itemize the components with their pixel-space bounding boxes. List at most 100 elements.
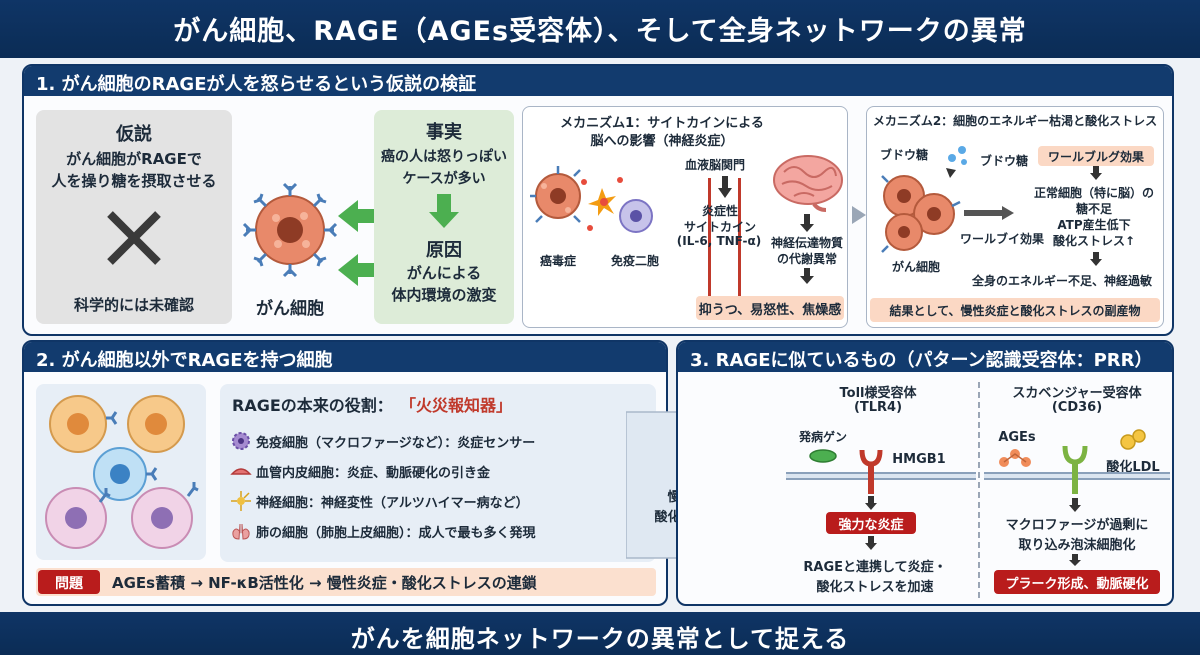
cd36-receptor-icon — [1062, 445, 1088, 494]
page-title: がん細胞、RAGE（AGEs受容体）、そして全身ネットワークの異常 — [173, 16, 1027, 47]
hypothesis-title: 仮説 — [116, 124, 152, 145]
ldl-particles-icon — [1120, 429, 1146, 450]
normal-line3: ATP産生低下 — [1057, 218, 1131, 232]
problem-text: AGEs蓄積 → NF-κB活性化 → 慢性炎症・酸化ストレスの連鎖 — [112, 574, 537, 592]
warburg-pill: ワールブルグ効果 — [1038, 146, 1154, 166]
mech1-title-line1: メカニズム1：サイトカインによる — [560, 116, 764, 131]
ages-molecule-icon — [999, 449, 1031, 467]
tlr4-note-line2: 酸化ストレスを加速 — [816, 580, 934, 595]
cancer-cluster-icon — [881, 175, 961, 253]
tlr4-down-arrow-icon — [865, 496, 877, 510]
energy-line: 全身のエネルギー不足、神経過敏 — [971, 274, 1152, 288]
bbb-line-right — [738, 178, 741, 308]
tlr4-title-line2: (TLR4) — [853, 400, 903, 415]
role-item-4: 肺の細胞（肺胞上皮細胞）：成人で最も多く発現 — [256, 526, 536, 541]
cytokine-line1: 炎症性 — [701, 204, 738, 218]
section2-panel: 2. がん細胞以外でRAGEを持つ細胞 RAGEの本来の役割： 「火災報知器」 … — [22, 340, 668, 606]
header-bar: がん細胞、RAGE（AGEs受容体）、そして全身ネットワークの異常 — [0, 0, 1200, 58]
cause-title: 原因 — [426, 240, 462, 261]
mech2-cancer-label: がん細胞 — [891, 260, 940, 274]
tlr4-title-line1: Toll様受容体 — [839, 386, 917, 401]
mech1-immune-label: 免疫二胞 — [610, 254, 659, 268]
bbb-line-left — [708, 178, 711, 308]
hypothesis-line2: 人を操り糖を摂取させる — [51, 172, 217, 190]
cytokine-line3: (IL-6, TNF-α) — [676, 234, 762, 248]
bbb-arrow-icon — [718, 176, 732, 198]
green-arrow-left-icon — [338, 200, 380, 232]
cd36-title-line1: スカベンジャー受容体 — [1012, 386, 1142, 401]
hypothesis-line1: がん細胞がRAGEで — [66, 150, 202, 168]
fact-title: 事実 — [426, 122, 462, 143]
cause-line1: がんによる — [406, 264, 482, 282]
mech1-cancer-label: 癌毒症 — [539, 254, 576, 268]
tlr4-note-line1: RAGEと連携して炎症・ — [803, 560, 947, 575]
mech2-down-arrow-icon — [1090, 166, 1102, 180]
section1-heading: 1. がん細胞のRAGEが人を怒らせるという仮説の検証 — [24, 66, 1172, 96]
section1-panel: 1. がん細胞のRAGEが人を怒らせるという仮説の検証 仮説 がん細胞がRAGE… — [22, 64, 1174, 336]
neuron-icon — [230, 490, 252, 516]
mech1-result: 抑うつ、易怒性、焦燥感 — [696, 296, 844, 320]
normal-line1: 正常細胞（特に脳）の — [1033, 186, 1154, 200]
cause-line2: 体内環境の激変 — [391, 286, 497, 304]
cd36-note-line1: マクロファージが過剰に — [1005, 518, 1149, 533]
role-item-2: 血管内皮細胞：炎症、動脈硬化の引き金 — [256, 466, 491, 481]
cross-mark-icon — [107, 211, 161, 265]
footer-bar: がんを細胞ネットワークの異常として捉える — [0, 612, 1200, 655]
cd36-down-arrow-2-icon — [1069, 554, 1081, 566]
problem-bar — [36, 568, 656, 596]
lung-icon — [230, 520, 252, 546]
fact-line1: 癌の人は怒りっぽい — [381, 149, 507, 165]
glucose1-label: ブドウ糖 — [879, 148, 928, 162]
fact-line2: ケースが多い — [402, 171, 486, 187]
glucose-dots-icon — [946, 146, 967, 178]
normal-line2: 糖不足 — [1075, 202, 1112, 216]
cd36-title-line2: (CD36) — [1051, 400, 1103, 415]
green-arrow-left-2-icon — [338, 254, 380, 286]
neuro-line1: 神経伝達物質 — [770, 236, 843, 250]
tlr4-effect: 強力な炎症 — [826, 512, 916, 534]
brain-icon — [773, 155, 843, 212]
cancer-immune-cells-icon — [530, 166, 653, 233]
cd36-note-line2: 取り込み泡沫細胞化 — [1018, 538, 1136, 553]
cd36-ages: AGEs — [998, 430, 1036, 445]
hypothesis-box: 仮説 がん細胞がRAGEで 人を操り糖を摂取させる 科学的には未確認 — [36, 110, 232, 324]
problem-label: 問題 — [38, 570, 100, 594]
section2-heading: 2. がん細胞以外でRAGEを持つ細胞 — [24, 342, 666, 372]
normal-line4: 酸化ストレス↑ — [1052, 234, 1136, 248]
cancer-cell-label: がん細胞 — [256, 299, 324, 319]
pathogen-icon — [809, 449, 837, 463]
mech1-down-arrow-icon — [800, 214, 814, 232]
mech2-title: メカニズム2：細胞のエネルギー枯渇と酸化ストレス — [872, 114, 1158, 128]
glucose2-label: ブドウ糖 — [979, 154, 1028, 168]
tlr4-down-arrow-2-icon — [865, 536, 877, 550]
role-prefix: RAGEの本来の役割： — [232, 396, 393, 415]
hypothesis-verdict: 科学的には未確認 — [73, 296, 194, 314]
role-item-1: 免疫細胞（マクロファージなど）：炎症センサー — [256, 436, 536, 451]
cd36-down-arrow-icon — [1069, 498, 1081, 512]
role-box — [220, 384, 656, 562]
rage-cells-icon — [45, 395, 199, 549]
role-highlight: 「火災報知器」 — [400, 396, 513, 415]
mech2-down-arrow-2-icon — [1090, 252, 1102, 266]
tlr4-membrane — [786, 472, 976, 480]
footer-title: がんを細胞ネットワークの異常として捉える — [350, 625, 850, 653]
cd36-effect: プラーク形成、動脈硬化 — [994, 570, 1160, 594]
tlr4-ligand: HMGB1 — [892, 452, 946, 467]
mechanism1-box — [522, 106, 848, 328]
immune-cell-icon — [230, 430, 252, 456]
mech1-title-line2: 脳への影響（神経炎症） — [590, 134, 734, 149]
mech2-result: 結果として、慢性炎症と酸化ストレスの副産物 — [870, 298, 1160, 322]
section3-panel: 3. RAGEに似ているもの（パターン認識受容体：PRR） Toll様受容体 (… — [676, 340, 1174, 606]
cancer-cell-icon — [242, 182, 338, 278]
mech-connector-arrow-icon — [852, 206, 866, 224]
green-arrow-down-icon — [429, 194, 459, 228]
role-item-3: 神経細胞：神経変性（アルツハイマー病など） — [256, 496, 529, 511]
mech1-down-arrow-2-icon — [800, 268, 814, 284]
tlr4-receptor-icon — [859, 449, 883, 494]
cd36-ldl: 酸化LDL — [1106, 460, 1160, 475]
blood-vessel-icon — [230, 460, 252, 486]
mech2-right-arrow-icon — [964, 206, 1014, 220]
cytokine-line2: サイトカイン — [683, 220, 756, 234]
neuro-line2: の代謝異常 — [776, 252, 837, 266]
tlr4-pathogen: 発病ゲン — [798, 430, 847, 444]
